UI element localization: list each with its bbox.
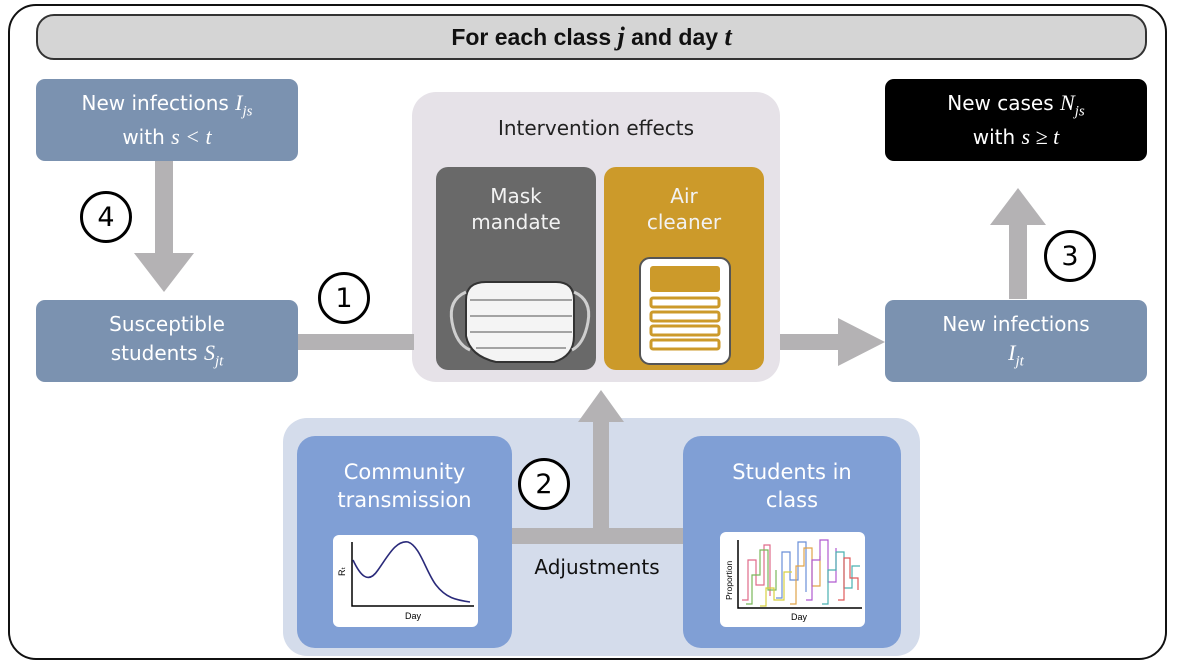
susceptible-var: Sjt <box>203 339 224 370</box>
header-var-day: t <box>724 22 732 51</box>
community-plot-ylabel: Rₜ <box>337 567 347 576</box>
new-infections-var: Ijt <box>1008 339 1024 370</box>
students-plot-xlabel: Day <box>791 612 808 622</box>
outer-frame <box>8 4 1167 660</box>
students-plot-ylabel: Proportion <box>724 561 734 600</box>
arrow-out-shaft <box>780 334 840 350</box>
new-infections-past-condition: s < t <box>171 123 212 149</box>
new-infections-label: New infections <box>942 311 1090 336</box>
arrow-3-head <box>990 188 1046 225</box>
new-infections-past-label: New infections <box>81 91 236 116</box>
mask-mandate-label: Mask mandate <box>471 184 561 234</box>
community-plot-xlabel: Day <box>405 611 422 621</box>
susceptible-students-word: students <box>110 340 204 365</box>
step-3-marker: 3 <box>1044 230 1096 282</box>
community-transmission-label: Community transmission <box>337 460 472 513</box>
adjustments-label: Adjustments <box>534 555 660 579</box>
new-cases-condition: s ≥ t <box>1021 123 1060 149</box>
step-2-marker: 2 <box>518 458 570 510</box>
arrow-out-head <box>838 318 885 366</box>
header-banner: For each class j and day t <box>36 14 1147 60</box>
new-cases-label: New cases <box>947 91 1061 116</box>
new-infections-box: New infections Ijt <box>885 300 1147 382</box>
susceptible-students-box: Susceptible students Sjt <box>36 300 298 382</box>
new-cases-var: Njs <box>1060 90 1085 120</box>
header-prefix: For each class <box>451 23 612 50</box>
air-cleaner-label: Air cleaner <box>646 184 722 234</box>
new-infections-past-box: New infections Ijs with s < t <box>36 79 298 161</box>
arrow-4-shaft <box>155 160 173 255</box>
new-infections-past-with: with <box>122 124 172 149</box>
susceptible-label: Susceptible <box>109 311 225 336</box>
new-infections-past-var: Ijs <box>235 90 253 120</box>
arrow-1-shaft <box>298 334 414 350</box>
students-in-class-label: Students in class <box>732 460 852 513</box>
header-middle: and day <box>631 23 719 50</box>
new-cases-box: New cases Njs with s ≥ t <box>885 79 1147 161</box>
new-cases-with: with <box>972 124 1022 149</box>
intervention-title: Intervention effects <box>497 116 695 140</box>
arrow-2-shaft <box>593 420 609 532</box>
arrow-3-shaft <box>1009 223 1027 299</box>
arrow-2-head <box>578 390 624 422</box>
step-1-marker: 1 <box>318 272 370 324</box>
arrow-4-head <box>134 253 194 292</box>
arrow-2-horizontal <box>512 528 688 544</box>
header-var-class: j <box>617 22 625 51</box>
step-4-marker: 4 <box>80 191 132 243</box>
